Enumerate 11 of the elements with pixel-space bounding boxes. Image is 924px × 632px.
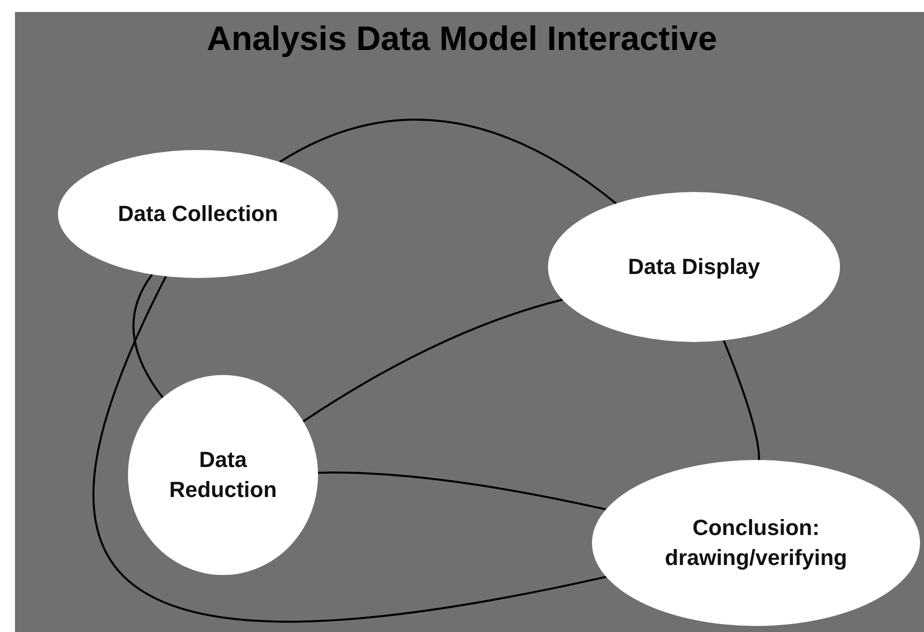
connector-curve — [279, 118, 617, 204]
node-label: Conclusion: drawing/verifying — [664, 514, 848, 572]
connector-curve — [132, 274, 164, 398]
connector-curve — [722, 340, 760, 460]
node-label: Data Reduction — [168, 446, 278, 504]
connector-curve — [93, 276, 606, 622]
diagram-title: Analysis Data Model Interactive — [206, 20, 718, 59]
node-label: Data Collection — [118, 200, 278, 228]
connector-curve — [318, 472, 606, 510]
node-label: Data Display — [628, 253, 760, 282]
connector-curve — [302, 298, 563, 422]
